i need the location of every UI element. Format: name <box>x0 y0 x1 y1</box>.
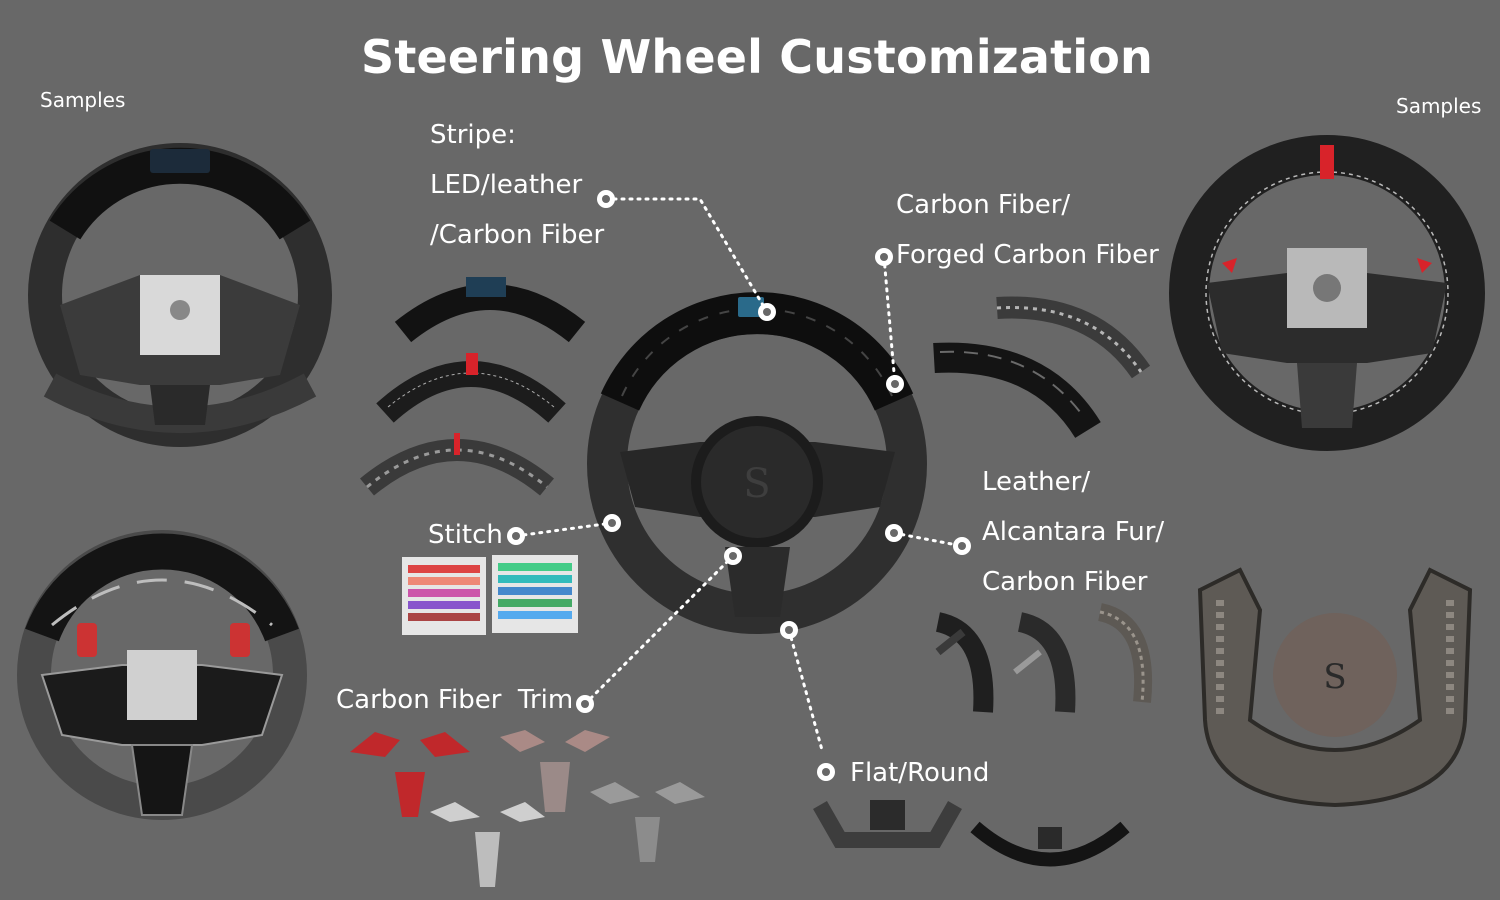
stitch-dot <box>507 527 525 545</box>
flat-leader-line <box>787 628 824 752</box>
stripe-sample-led <box>394 277 586 343</box>
grip-sample-alcantara <box>1013 612 1076 713</box>
grip-sample-carbon <box>1097 603 1152 703</box>
carbon-dot <box>875 248 893 266</box>
leather-label: Leather/ Alcantara Fur/ Carbon Fiber <box>982 467 1165 597</box>
grip-sample-leather <box>935 612 994 713</box>
sample-wheel-forged-alcantara <box>17 530 307 820</box>
round-bottom-sample <box>970 821 1130 867</box>
sample-wheel-led-carbon <box>28 143 332 447</box>
samples-label-right: Samples <box>1396 94 1482 118</box>
trim-dot <box>576 695 594 713</box>
sample-wheel-carbon-yoke: S <box>1197 567 1473 808</box>
svg-text:S: S <box>1323 657 1346 697</box>
carbon-fiber-label: Carbon Fiber/ Forged Carbon Fiber <box>896 190 1159 270</box>
carbon-sample-gloss <box>933 342 1101 439</box>
leather-dot <box>953 537 971 555</box>
carbon-sample-forged <box>996 296 1151 379</box>
stripe-sample-carbon-red <box>360 433 554 496</box>
flat-round-label: Flat/Round <box>850 758 990 788</box>
samples-label-left: Samples <box>40 88 126 112</box>
carbon-trim-pieces <box>350 730 705 887</box>
main-steering-wheel: S <box>587 292 927 634</box>
stripe-sample-red-leather <box>376 353 566 423</box>
flat-dot <box>817 763 835 781</box>
svg-text:S: S <box>743 461 770 507</box>
page-title: Steering Wheel Customization <box>360 30 1154 84</box>
sample-wheel-alcantara-red-stripe <box>1169 135 1485 451</box>
carbon-fiber-trim-label: Carbon Fiber Trim <box>336 685 574 715</box>
flat-bottom-sample <box>813 800 962 848</box>
stitch-color-chart <box>402 555 578 635</box>
stripe-label: Stripe: LED/leather /Carbon Fiber <box>430 120 605 250</box>
stitch-label: Stitch <box>428 520 503 550</box>
